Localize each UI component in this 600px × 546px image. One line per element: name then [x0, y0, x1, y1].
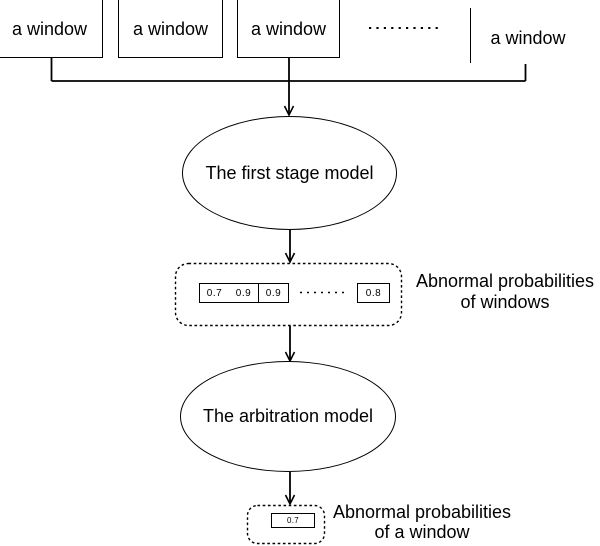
window-box-label: a window: [490, 28, 566, 48]
arbitration-model-ellipse: The arbitration model: [180, 361, 396, 472]
final-prob-dashed-box: [246, 504, 326, 545]
window-probs-caption: Abnormal probabilities of windows: [405, 271, 600, 313]
arrow-down-icon: [284, 252, 296, 264]
window-box-right: a window: [470, 8, 585, 63]
arrow-down-icon: [284, 494, 296, 506]
window-box-3: a window: [237, 0, 340, 58]
prob-strip: 0.7 0.9 0.9: [199, 283, 289, 303]
first-stage-model-label: The first stage model: [205, 162, 374, 183]
final-prob-caption-line2: of a window: [374, 522, 470, 542]
window-probs-caption-line1: Abnormal probabilities: [415, 271, 595, 291]
window-probs-caption-line2: of windows: [460, 292, 550, 312]
final-prob-caption-line1: Abnormal probabilities: [332, 502, 512, 522]
arbitration-model-label: The arbitration model: [202, 406, 374, 426]
prob-cell-last: 0.8: [357, 283, 390, 303]
prob-cell-3: 0.9: [258, 284, 288, 302]
prob-cell-1: 0.7: [206, 287, 223, 299]
window-box-label: a window: [11, 18, 88, 39]
final-prob-value-box: 0.7: [271, 513, 315, 528]
window-box-1: a window: [0, 0, 103, 58]
window-box-label: a window: [250, 18, 327, 39]
window-box-2: a window: [118, 0, 223, 58]
prob-cell-2: 0.9: [235, 287, 252, 299]
window-box-label: a window: [132, 18, 209, 39]
arrow-down-icon: [283, 105, 295, 117]
final-prob-caption: Abnormal probabilities of a window: [322, 502, 522, 542]
window-probs-dashed-box: [174, 262, 403, 327]
first-stage-model-ellipse: The first stage model: [182, 116, 397, 230]
